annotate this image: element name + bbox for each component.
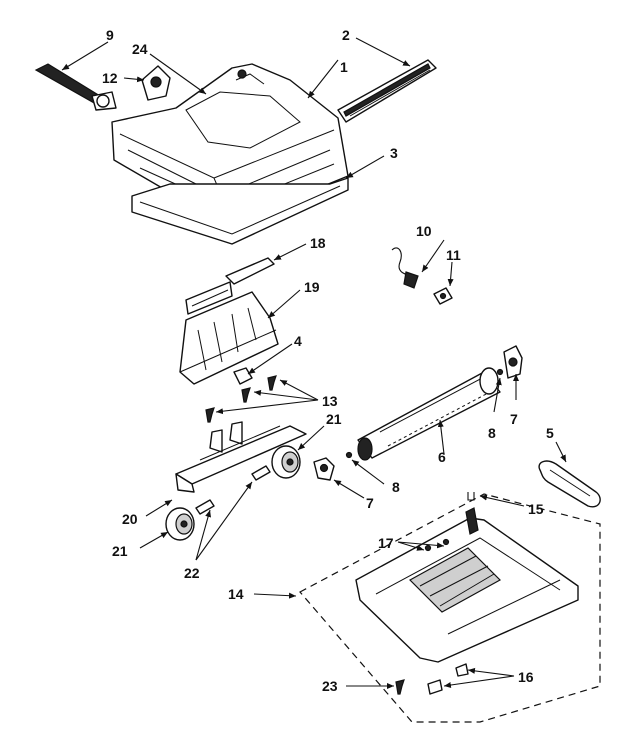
callout-21-upper: 21: [326, 411, 342, 427]
callout-21-lower: 21: [112, 543, 128, 559]
part-17-fasteners: [424, 538, 450, 552]
callout-9: 9: [106, 27, 114, 43]
leader-lines: [61, 37, 567, 689]
part-3-bumper-frame: [131, 177, 349, 245]
callout-10: 10: [416, 223, 432, 239]
callout-8-right: 8: [488, 425, 496, 441]
part-7-end-cap-left: [313, 457, 335, 481]
callout-24: 24: [132, 41, 148, 57]
part-16-clips: [427, 663, 469, 695]
callout-22: 22: [184, 565, 200, 581]
part-8-bearings: [345, 368, 504, 459]
callout-8-left: 8: [392, 479, 400, 495]
callout-14: 14: [228, 586, 244, 602]
callout-18: 18: [310, 235, 326, 251]
part-23-screw: [395, 679, 405, 695]
callout-13: 13: [322, 393, 338, 409]
callout-19: 19: [304, 279, 320, 295]
part-9-screw-shaft: [34, 63, 117, 111]
part-22-axle-pins: [195, 465, 271, 515]
part-15-spring-clip: [467, 492, 475, 501]
callout-12: 12: [102, 70, 118, 86]
callout-2: 2: [342, 27, 350, 43]
part-19-bracket-plate: [179, 291, 279, 385]
callout-23: 23: [322, 678, 338, 694]
callout-3: 3: [390, 145, 398, 161]
part-11-nut: [433, 287, 453, 305]
callout-1: 1: [340, 59, 348, 75]
callout-labels: 9 24 12 2 1 3 18 19 4 13 21 20 21 22 10 …: [102, 27, 554, 694]
callout-7-left: 7: [366, 495, 374, 511]
callout-4: 4: [294, 333, 302, 349]
part-10-cord: [391, 247, 419, 289]
part-6-brushroll: [357, 367, 501, 461]
part-21-wheel-lower: [165, 507, 195, 541]
part-7-end-cap-right: [503, 345, 523, 379]
callout-20: 20: [122, 511, 138, 527]
callout-17: 17: [378, 535, 394, 551]
callout-15: 15: [528, 501, 544, 517]
part-14-base-assembly: [299, 493, 601, 723]
part-20-axle-bracket: [175, 421, 307, 493]
part-13-screws: [205, 375, 277, 423]
part-21-wheel-upper: [271, 445, 301, 479]
callout-7-right: 7: [510, 411, 518, 427]
callout-11: 11: [446, 247, 461, 263]
part-4-clip: [233, 367, 253, 385]
part-2-grille: [337, 59, 437, 123]
callout-16: 16: [518, 669, 534, 685]
part-18-bracket: [185, 257, 275, 315]
callout-5: 5: [546, 425, 554, 441]
part-12-knob: [141, 65, 171, 101]
callout-6: 6: [438, 449, 446, 465]
part-5-belt: [538, 460, 601, 508]
